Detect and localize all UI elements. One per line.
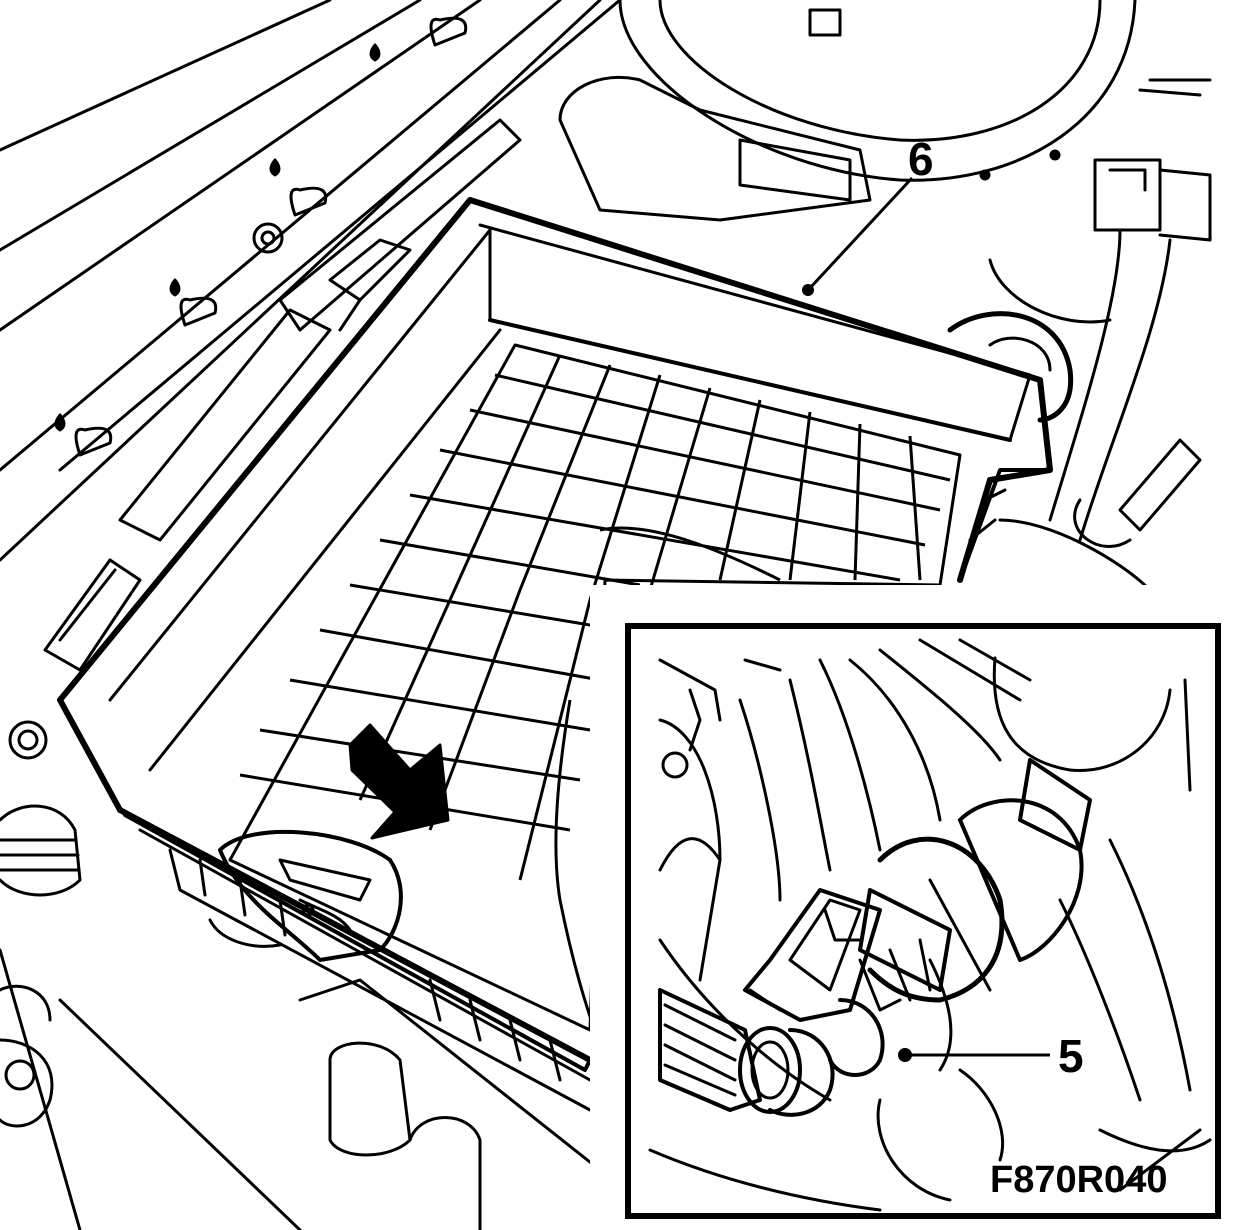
direction-arrow-icon <box>348 723 450 840</box>
air-filter-element-grid <box>228 343 962 1051</box>
inset-detail-panel: 5 F870R040 <box>590 585 1248 1230</box>
callout-6-dot <box>802 284 814 296</box>
callout-5-label: 5 <box>1058 1030 1084 1082</box>
engine-bay-background <box>0 0 1212 1230</box>
callout-6-leader <box>808 176 914 290</box>
air-filter-housing <box>57 197 1074 1112</box>
figure-code-label: F870R040 <box>990 1159 1167 1201</box>
callout-6-label: 6 <box>908 133 934 185</box>
